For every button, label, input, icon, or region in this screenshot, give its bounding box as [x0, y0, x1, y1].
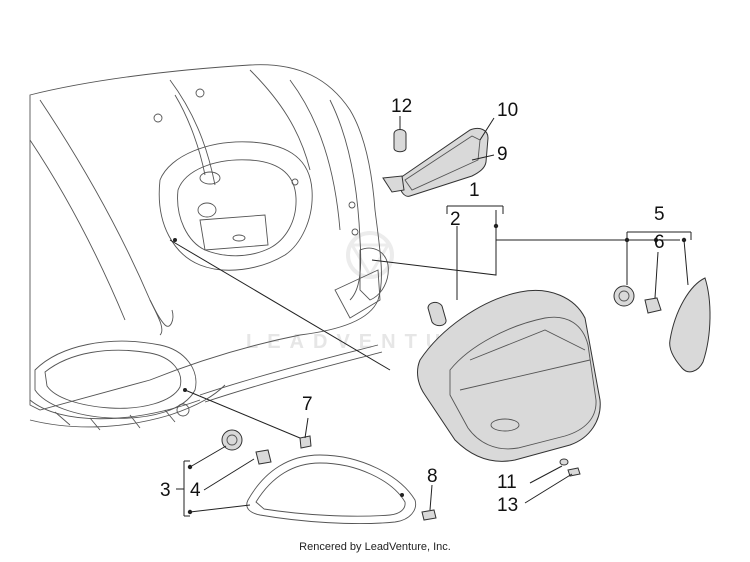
leader-lines: [169, 116, 692, 517]
bulb-part-12: [393, 129, 407, 153]
callout-5: 5: [654, 204, 665, 225]
callout-7: 7: [302, 394, 313, 415]
watermark-text: LEADVENTURE: [246, 331, 495, 353]
callout-9: 9: [497, 144, 508, 165]
callout-3: 3: [160, 480, 171, 501]
callout-labels: 12 10 9 1 2 5 6 7 8 3 4 11 13: [160, 96, 665, 516]
callout-8: 8: [427, 466, 438, 487]
callout-1: 1: [469, 180, 480, 201]
side-indicator-part-5-6: [613, 277, 711, 373]
callout-6: 6: [654, 232, 665, 253]
footer-credit: Rencered by LeadVenture, Inc.: [299, 541, 451, 553]
tail-light-part-1: [417, 290, 601, 462]
callout-12: 12: [391, 96, 412, 117]
callout-13: 13: [497, 495, 518, 516]
callout-2: 2: [450, 209, 461, 230]
lower-front-panel: [29, 340, 383, 431]
lower-indicator-part-3-4: [221, 429, 581, 525]
scooter-front-body: [29, 64, 389, 411]
lamp-housing-part-9-10: [382, 127, 489, 197]
callout-11: 11: [497, 472, 517, 493]
bulb-part-2: [427, 301, 447, 327]
callout-10: 10: [497, 100, 518, 121]
leader-dots: [173, 223, 687, 515]
callout-4: 4: [190, 480, 201, 501]
